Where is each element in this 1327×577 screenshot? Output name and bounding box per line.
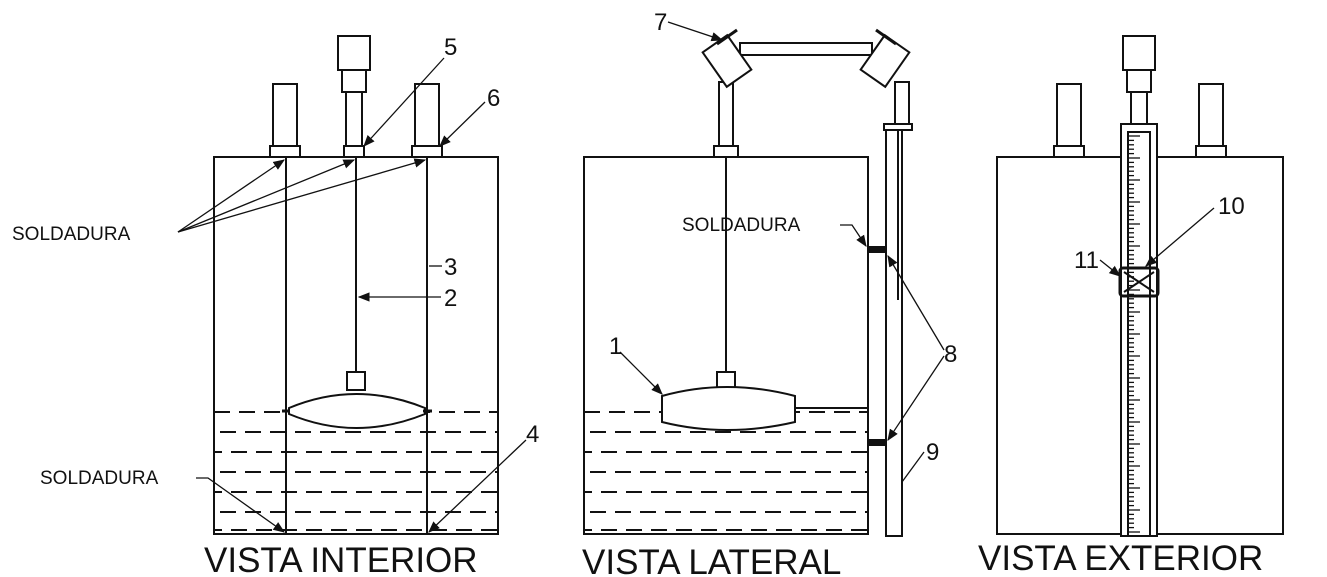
- callout-2: 2: [444, 285, 457, 312]
- coupling-center: [343, 145, 365, 158]
- connector-bottom: [868, 438, 886, 446]
- view-lateral: SOLDADURA 1 7 8 9 VISTA LATERAL: [582, 9, 957, 577]
- actuator-neck: [341, 69, 367, 93]
- coupling-lateral: [713, 145, 739, 158]
- callout-3: 3: [444, 254, 457, 281]
- pulley-left: [701, 28, 753, 89]
- pipe-left-ext: [1056, 83, 1082, 147]
- callout-11: 11: [1074, 247, 1099, 274]
- level-indicator: [1118, 266, 1160, 298]
- callout-4: 4: [526, 421, 539, 448]
- soldadura-lateral-label: SOLDADURA: [682, 215, 801, 236]
- connector-top: [868, 246, 886, 254]
- float-hub: [346, 371, 366, 391]
- actuator-head: [337, 35, 371, 71]
- title-vista-lateral: VISTA LATERAL: [582, 543, 841, 577]
- pipe-right-ext: [1198, 83, 1224, 147]
- actuator-neck-ext: [1126, 69, 1152, 93]
- coupling-left: [269, 145, 301, 158]
- stem-right-lateral: [894, 81, 910, 127]
- sight-column: [867, 251, 887, 441]
- actuator-head-ext: [1122, 35, 1156, 71]
- callout-5: 5: [444, 34, 457, 61]
- callout-7: 7: [654, 9, 667, 36]
- coupling-right: [411, 145, 443, 158]
- callout-9: 9: [926, 439, 939, 466]
- crossbar: [739, 42, 873, 56]
- view-exterior: 10 11 VISTA EXTERIOR: [978, 35, 1284, 577]
- callout-6: 6: [487, 85, 500, 112]
- pipe-right: [414, 83, 440, 147]
- float-body-lateral: [661, 386, 796, 431]
- callout-10: 10: [1218, 193, 1245, 220]
- actuator-stem-ext: [1130, 91, 1148, 125]
- stem-left-lateral: [718, 81, 734, 147]
- view-interior: SOLDADURA SOLDADURA 3 2 4 5 6 VISTA INTE…: [12, 34, 539, 577]
- soldadura-top-label: SOLDADURA: [12, 224, 131, 245]
- graduated-scale: [1120, 123, 1158, 537]
- callout-8: 8: [944, 341, 957, 368]
- title-vista-interior: VISTA INTERIOR: [204, 541, 478, 577]
- callout-1: 1: [609, 333, 622, 360]
- rod-cap: [883, 123, 913, 131]
- soldadura-bottom-label: SOLDADURA: [40, 468, 159, 489]
- liquid-lateral: [584, 411, 868, 531]
- liquid-interior: [214, 411, 498, 531]
- title-vista-exterior: VISTA EXTERIOR: [978, 539, 1263, 577]
- float-body-interior: [288, 393, 426, 429]
- coupling-right-ext: [1195, 145, 1227, 158]
- pulley-right: [859, 28, 911, 89]
- actuator-stem: [345, 91, 363, 147]
- pipe-left: [272, 83, 298, 147]
- coupling-left-ext: [1053, 145, 1085, 158]
- scale-rod: [885, 123, 903, 537]
